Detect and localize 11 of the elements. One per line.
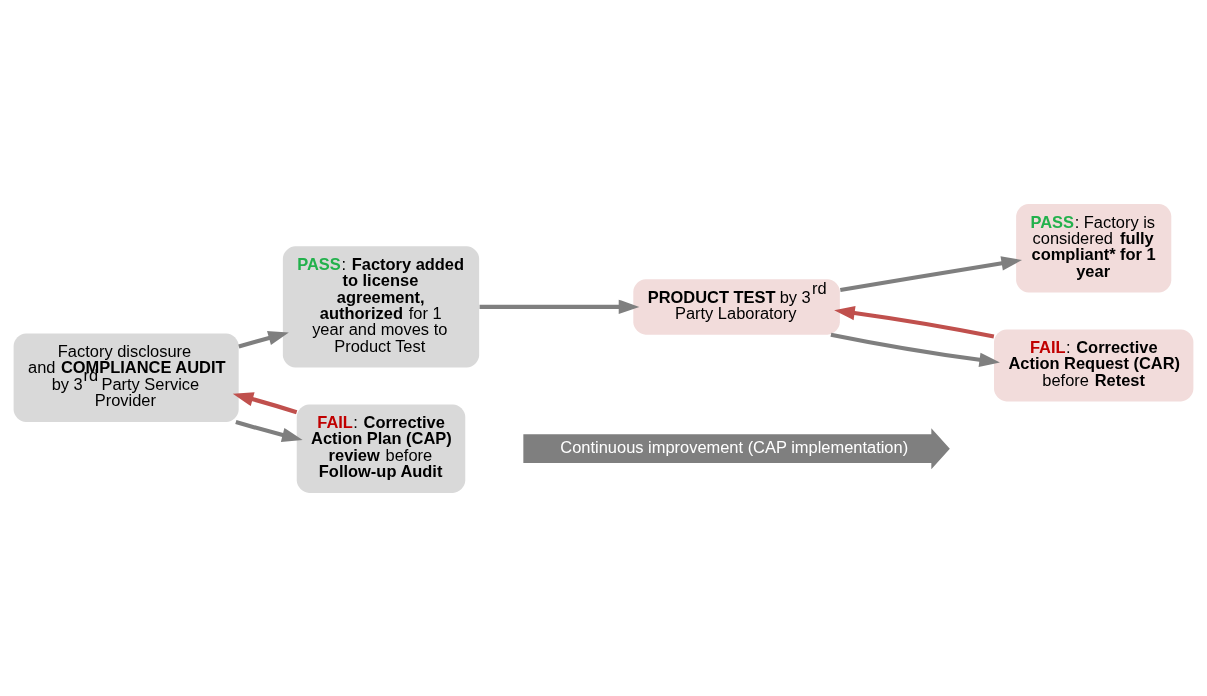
node-box: PASS: Factory added to license agreement, authorized for 1 year and moves to Product Test — [282, 245, 480, 367]
node-box: PASS: Factory is considered fully compliant* for 1 year — [1016, 203, 1172, 292]
arrow — [834, 305, 995, 339]
arrow — [232, 391, 298, 414]
arrow — [830, 332, 1000, 367]
arrow — [235, 419, 303, 442]
arrow — [238, 330, 289, 348]
arrow — [839, 255, 1022, 292]
node-box: FAIL: Corrective Action Plan (CAP) review before Follow-up Audit — [296, 404, 466, 493]
node-box: FAIL: Corrective Action Request (CAR) before Retest — [994, 329, 1194, 401]
arrow — [479, 299, 640, 314]
